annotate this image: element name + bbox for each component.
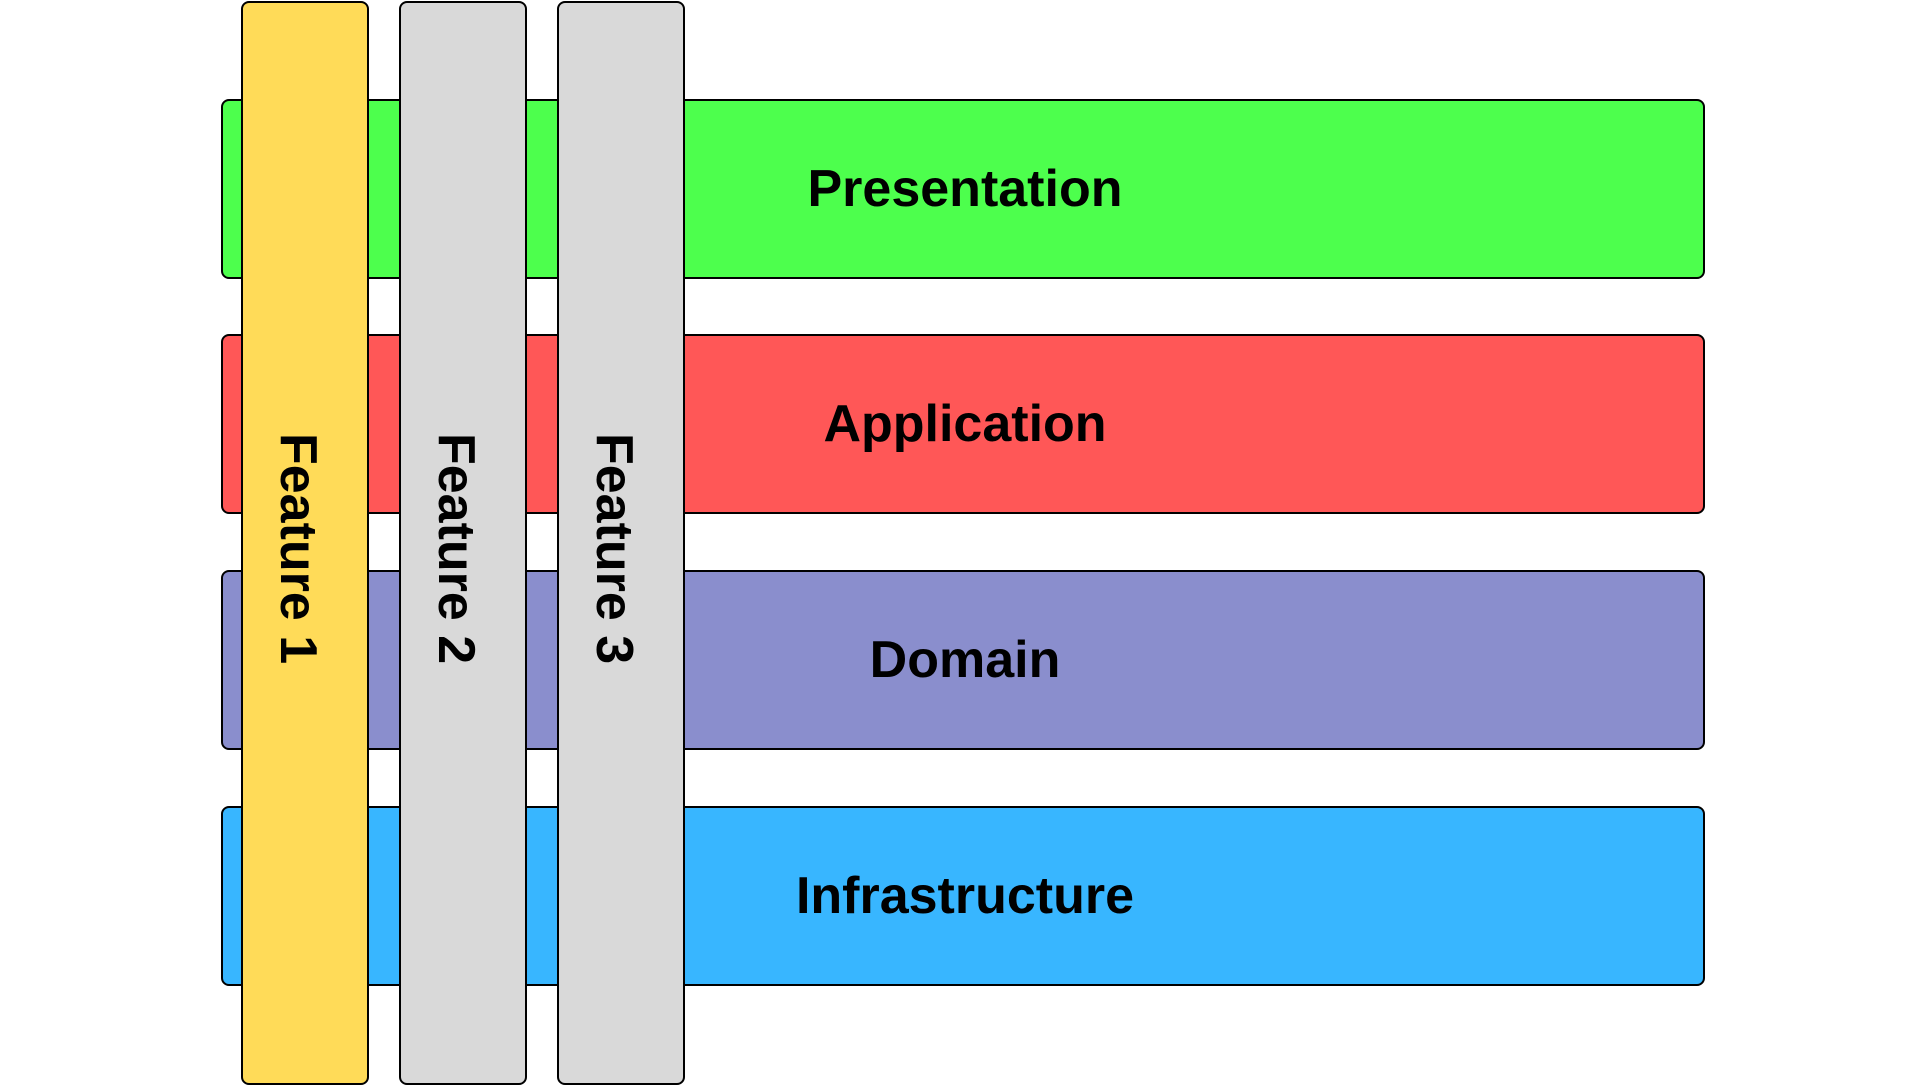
feature-label-3: Feature 3: [585, 433, 643, 665]
feature-column-3: Feature 3: [557, 1, 685, 1085]
feature-column-2: Feature 2: [399, 1, 527, 1085]
layer-label-application: Application: [823, 395, 1107, 453]
feature-label-1: Feature 1: [269, 433, 327, 665]
feature-label-2: Feature 2: [427, 433, 485, 665]
feature-column-1: Feature 1: [241, 1, 369, 1085]
layer-label-domain: Domain: [869, 631, 1061, 689]
layer-label-infrastructure: Infrastructure: [795, 867, 1135, 925]
layer-application: Application: [221, 334, 1705, 514]
layer-label-presentation: Presentation: [807, 160, 1123, 218]
